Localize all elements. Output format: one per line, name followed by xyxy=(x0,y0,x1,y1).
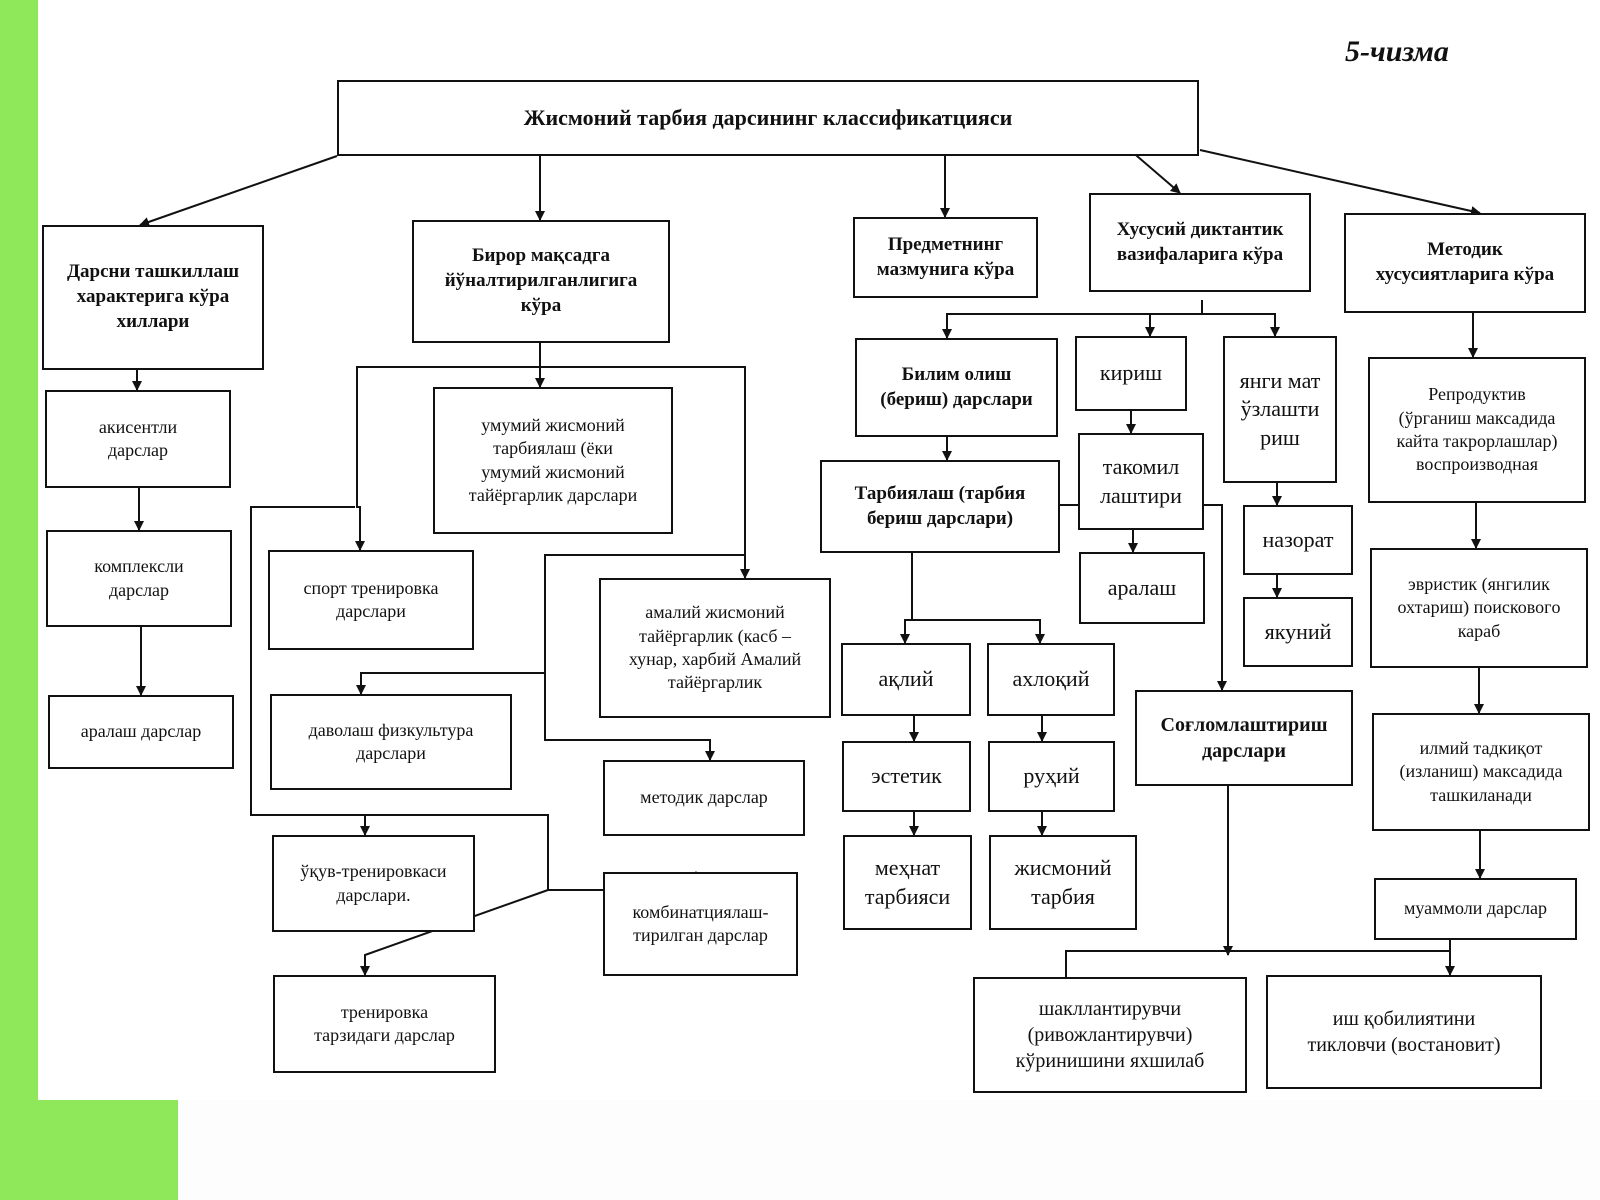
mixed-lessons-box: аралаш дарслар xyxy=(48,695,234,769)
complex-lessons-box: комплексли дарслар xyxy=(46,530,232,627)
mixed-box: аралаш xyxy=(1079,552,1205,624)
applied-physical-box: амалий жисмоний тайёргарлик (касб – хуна… xyxy=(599,578,831,718)
study-training-box: ўқув-тренировкаси дарслари. xyxy=(272,835,475,932)
new-material-box: янги мат ўзлашти риш xyxy=(1223,336,1337,483)
control-box: назорат xyxy=(1243,505,1353,575)
spiritual-box: руҳий xyxy=(988,741,1115,812)
restorative-box: иш қобилиятини тикловчи (востановит) xyxy=(1266,975,1542,1089)
labor-education-box: меҳнат тарбияси xyxy=(843,835,972,930)
intro-box: кириш xyxy=(1075,336,1187,411)
final-box: якуний xyxy=(1243,597,1353,667)
general-physical-box: умумий жисмоний тарбиялаш (ёки умумий жи… xyxy=(433,387,673,534)
root-title-box: Жисмоний тарбия дарсининг классификатция… xyxy=(337,80,1199,156)
green-side-band xyxy=(0,0,38,1200)
health-lessons-box: Соғломлаштириш дарслари xyxy=(1135,690,1353,786)
upbringing-lessons-box: Тарбиялаш (тарбия бериш дарслари) xyxy=(820,460,1060,553)
green-corner-band xyxy=(0,1100,178,1200)
reproductive-box: Репродуктив (ўрганиш максадида кайта так… xyxy=(1368,357,1586,503)
figure-label: 5-чизма xyxy=(1345,35,1449,68)
knowledge-lessons-box: Билим олиш (бериш) дарслари xyxy=(855,338,1058,437)
category-methodic-box: Методик хусусиятларига кўра xyxy=(1344,213,1586,313)
therapy-lessons-box: даволаш физкультура дарслари xyxy=(270,694,512,790)
problem-lessons-box: муаммоли дарслар xyxy=(1374,878,1577,940)
category-organization-box: Дарсни ташкиллаш характерига кўра хиллар… xyxy=(42,225,264,370)
mental-box: ақлий xyxy=(841,643,971,716)
slide-bottom-area xyxy=(178,1100,1600,1200)
heuristic-box: эвристик (янгилик охтариш) поисковогo ка… xyxy=(1370,548,1588,668)
training-style-box: тренировка тарзидаги дарслар xyxy=(273,975,496,1073)
category-purpose-box: Бирор мақсадга йўналтирилганлигига кўра xyxy=(412,220,670,343)
category-content-box: Предметнинг мазмунига кўра xyxy=(853,217,1038,298)
sport-training-box: спорт тренировка дарслари xyxy=(268,550,474,650)
formative-box: шакллантирувчи (ривожлантирувчи) кўриниш… xyxy=(973,977,1247,1093)
methodical-lessons-box: методик дарслар xyxy=(603,760,805,836)
category-didactic-box: Хусусий диктантик вазифаларига кўра xyxy=(1089,193,1311,292)
physical-education-box: жисмоний тарбия xyxy=(989,835,1137,930)
aesthetic-box: эстетик xyxy=(842,741,971,812)
improvement-box: такомил лаштири xyxy=(1078,433,1204,530)
accent-lessons-box: акисентли дарслар xyxy=(45,390,231,488)
combined-lessons-box: комбинатциялаш- тирилган дарслар xyxy=(603,872,798,976)
research-box: илмий тадкиқот (изланиш) максадида ташки… xyxy=(1372,713,1590,831)
moral-box: ахлоқий xyxy=(987,643,1115,716)
